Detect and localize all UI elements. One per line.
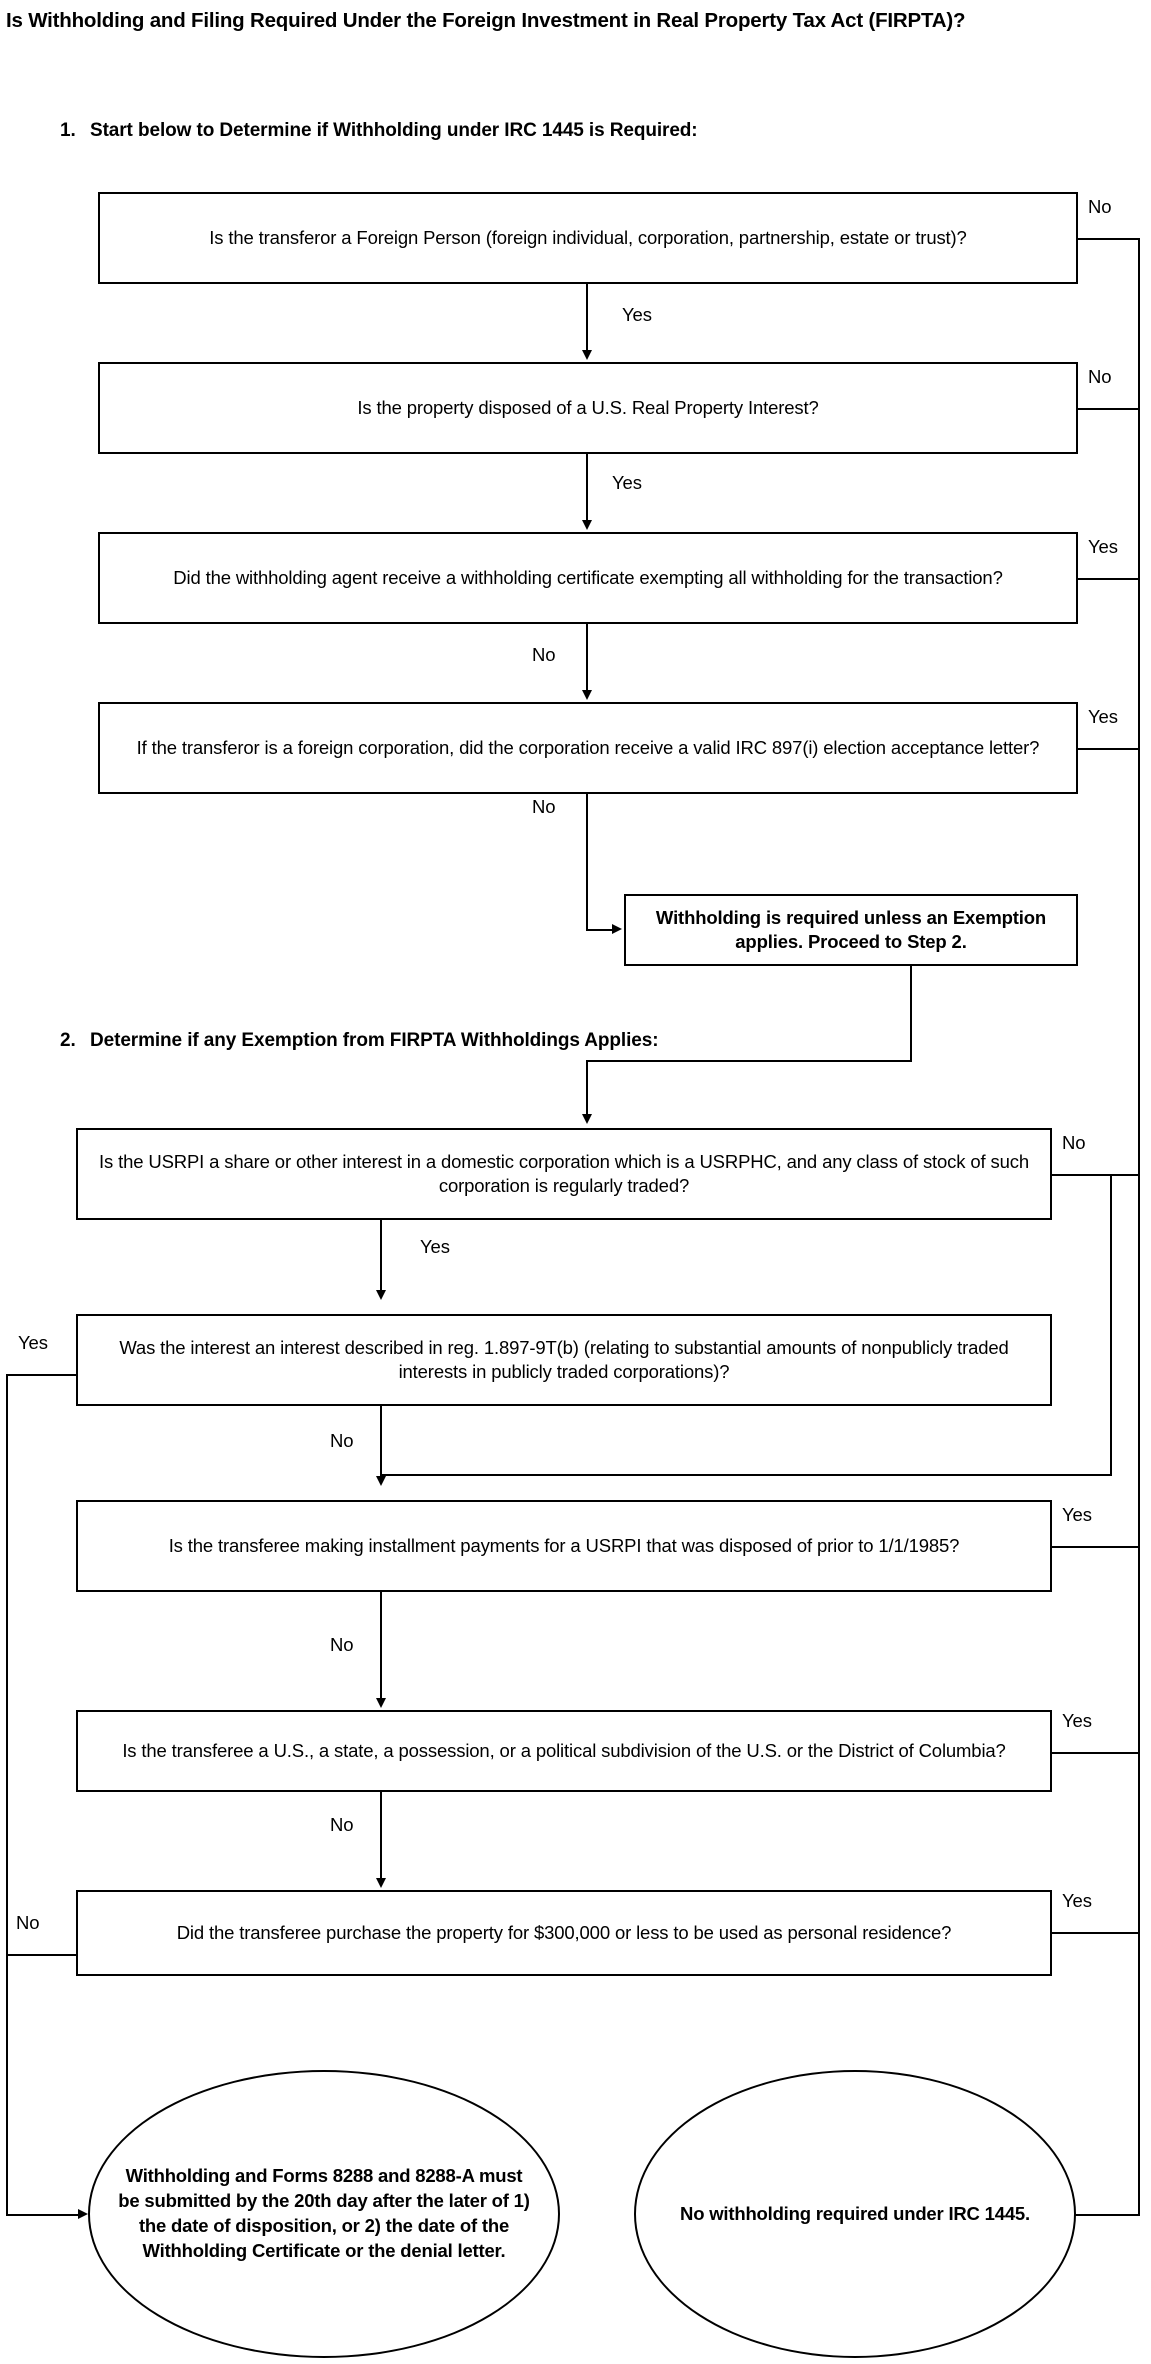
connector-q3-to-q4	[586, 624, 588, 692]
edge-label-q1-yes: Yes	[620, 304, 654, 325]
arrowhead-q1-to-q2	[582, 350, 592, 360]
arrowhead-q5-to-q6	[376, 1290, 386, 1300]
decision-node-897i-election[interactable]: If the transferor is a foreign corporati…	[98, 702, 1078, 794]
terminator-node-text: No withholding required under IRC 1445.	[680, 2202, 1030, 2224]
decision-node-text: If the transferor is a foreign corporati…	[136, 736, 1040, 758]
connector-q4-no-right	[586, 929, 614, 931]
step-2-number: 2.	[60, 1030, 76, 1051]
step-2-heading: 2. Determine if any Exemption from FIRPTA…	[60, 1030, 659, 1052]
arrowhead-into-result1	[612, 924, 622, 934]
edge-label-q6-yes: Yes	[16, 1332, 50, 1353]
decision-node-text: Is the transferee a U.S., a state, a pos…	[122, 1739, 1006, 1761]
rail-right-vertical	[1138, 238, 1140, 2216]
connector-rail-to-no-withholding	[1074, 2214, 1140, 2216]
edge-label-q9-no: No	[14, 1912, 42, 1933]
arrowhead-into-withholding-oval	[78, 2209, 88, 2219]
edge-label-q8-yes: Yes	[1060, 1710, 1094, 1731]
connector-q5-no-bypass	[1110, 1174, 1112, 1474]
decision-node-transferee-government-entity[interactable]: Is the transferee a U.S., a state, a pos…	[76, 1710, 1052, 1792]
edge-label-q6-no: No	[328, 1430, 356, 1451]
step-1-heading: 1. Start below to Determine if Withholdin…	[60, 120, 698, 142]
arrowhead-q7-to-q8	[376, 1698, 386, 1708]
decision-node-withholding-certificate[interactable]: Did the withholding agent receive a with…	[98, 532, 1078, 624]
connector-q1-no-to-rail	[1078, 238, 1140, 240]
process-node-text: Withholding is required unless an Exempt…	[655, 906, 1047, 952]
connector-left-rail-to-withholding	[6, 2214, 80, 2216]
arrowhead-q8-to-q9	[376, 1878, 386, 1888]
decision-node-text: Did the transferee purchase the property…	[176, 1921, 952, 1943]
step-2-label: Determine if any Exemption from FIRPTA W…	[90, 1030, 659, 1051]
edge-label-q4-no: No	[530, 796, 558, 817]
terminator-node-withholding-forms-8288[interactable]: Withholding and Forms 8288 and 8288-A mu…	[88, 2070, 560, 2358]
rail-left-vertical	[6, 1374, 8, 2216]
edge-label-q2-no: No	[1086, 366, 1114, 387]
decision-node-text: Was the interest an interest described i…	[119, 1336, 1009, 1382]
connector-merge-into-q7-spine	[380, 1474, 1112, 1476]
page-title: Is Withholding and Filing Required Under…	[6, 9, 966, 32]
connector-result1-to-q5	[586, 1060, 588, 1116]
connector-q6-yes-to-left-rail	[6, 1374, 78, 1376]
decision-node-usrphc-regularly-traded[interactable]: Is the USRPI a share or other interest i…	[76, 1128, 1052, 1220]
edge-label-q3-no: No	[530, 644, 558, 665]
decision-node-usrpi-disposition[interactable]: Is the property disposed of a U.S. Real …	[98, 362, 1078, 454]
connector-q8-to-q9	[380, 1792, 382, 1880]
connector-q8-yes-to-rail	[1052, 1752, 1140, 1754]
connector-q2-to-q3	[586, 454, 588, 522]
connector-q2-no-to-rail	[1078, 408, 1140, 410]
decision-node-text: Did the withholding agent receive a with…	[173, 566, 1003, 588]
decision-node-transferor-foreign-person[interactable]: Is the transferor a Foreign Person (fore…	[98, 192, 1078, 284]
connector-q5-no-to-rail	[1052, 1174, 1140, 1176]
arrowhead-q2-to-q3	[582, 520, 592, 530]
edge-label-q9-yes: Yes	[1060, 1890, 1094, 1911]
connector-q3-yes-to-rail	[1078, 578, 1140, 580]
step-1-label: Start below to Determine if Withholding …	[90, 120, 698, 141]
connector-q4-no-down	[586, 794, 588, 930]
connector-q4-yes-to-rail	[1078, 748, 1140, 750]
edge-label-q1-no: No	[1086, 196, 1114, 217]
edge-label-q7-no: No	[328, 1634, 356, 1655]
edge-label-q2-yes: Yes	[610, 472, 644, 493]
connector-q5-to-q6	[380, 1220, 382, 1292]
connector-q9-no-to-left-rail	[6, 1954, 78, 1956]
connector-q6-to-q7	[380, 1406, 382, 1478]
edge-label-q8-no: No	[328, 1814, 356, 1835]
edge-label-q3-yes: Yes	[1086, 536, 1120, 557]
connector-result1-down	[910, 966, 912, 1062]
terminator-node-no-withholding[interactable]: No withholding required under IRC 1445.	[634, 2070, 1076, 2358]
step-1-number: 1.	[60, 120, 76, 141]
edge-label-q5-yes: Yes	[418, 1236, 452, 1257]
arrowhead-into-q5	[582, 1114, 592, 1124]
edge-label-q7-yes: Yes	[1060, 1504, 1094, 1525]
decision-node-text: Is the USRPI a share or other interest i…	[99, 1150, 1029, 1196]
decision-node-text: Is the transferor a Foreign Person (fore…	[209, 226, 967, 248]
decision-node-installment-payments-1985[interactable]: Is the transferee making installment pay…	[76, 1500, 1052, 1592]
connector-q9-yes-to-rail	[1052, 1932, 1140, 1934]
terminator-node-text: Withholding and Forms 8288 and 8288-A mu…	[118, 2165, 530, 2261]
edge-label-q5-no: No	[1060, 1132, 1088, 1153]
decision-node-reg-1897-9tb[interactable]: Was the interest an interest described i…	[76, 1314, 1052, 1406]
decision-node-text: Is the transferee making installment pay…	[168, 1534, 960, 1556]
connector-result1-left	[586, 1060, 912, 1062]
edge-label-q4-yes: Yes	[1086, 706, 1120, 727]
connector-q1-to-q2	[586, 284, 588, 352]
decision-node-personal-residence-300k[interactable]: Did the transferee purchase the property…	[76, 1890, 1052, 1976]
process-node-withholding-required[interactable]: Withholding is required unless an Exempt…	[624, 894, 1078, 966]
arrowhead-q6-to-q7	[376, 1476, 386, 1486]
decision-node-text: Is the property disposed of a U.S. Real …	[357, 396, 819, 418]
connector-q7-to-q8	[380, 1592, 382, 1700]
arrowhead-q3-to-q4	[582, 690, 592, 700]
connector-q7-yes-to-rail	[1052, 1546, 1140, 1548]
